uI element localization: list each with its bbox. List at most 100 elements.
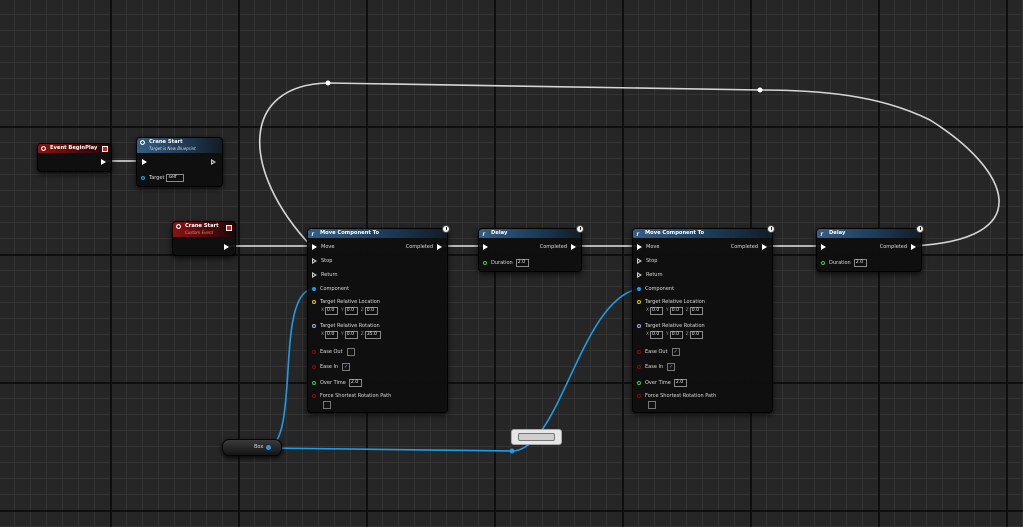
completed-label: Completed — [730, 244, 758, 250]
stop-exec-pin[interactable]: Stop — [637, 258, 657, 264]
rotator-pin-icon — [312, 324, 316, 328]
stop-exec-pin[interactable]: Stop — [312, 258, 332, 264]
object-wire-reroute-move2 — [511, 288, 639, 452]
move-label: Move — [646, 244, 660, 250]
clock-icon — [576, 225, 584, 233]
node-header[interactable]: Crane Start Custom Event — [173, 222, 235, 237]
move-exec-pin[interactable]: Move — [312, 244, 334, 250]
svg-text:f: f — [636, 232, 640, 237]
exec-in-pin[interactable] — [142, 159, 147, 165]
completed-exec-pin[interactable]: Completed — [406, 244, 442, 250]
return-label: Return — [321, 272, 338, 278]
reroute-node[interactable] — [511, 429, 562, 445]
node-header[interactable]: f Delay — [817, 229, 921, 238]
exec-in-pin[interactable] — [483, 244, 488, 250]
force-shortest-checkbox[interactable] — [323, 401, 331, 409]
return-exec-pin[interactable]: Return — [312, 272, 338, 278]
node-header[interactable]: Event BeginPlay — [38, 144, 111, 153]
force-shortest-label: Force Shortest Rotation Path — [645, 393, 717, 399]
rotation-pin[interactable]: Target Relative Rotation — [637, 323, 705, 329]
force-shortest-checkbox[interactable] — [648, 401, 656, 409]
rotation-label: Target Relative Rotation — [320, 323, 380, 329]
node-header[interactable]: f Delay — [479, 229, 581, 238]
ease-in-pin[interactable]: Ease In✓ — [312, 363, 351, 371]
ease-out-pin[interactable]: Ease Out✓ — [637, 348, 680, 356]
loc-z-field[interactable]: 0.0 — [364, 307, 378, 315]
loc-y-field[interactable]: 0.0 — [669, 307, 683, 315]
over-time-field[interactable]: 2.0 — [348, 379, 362, 387]
event-delegate-pin[interactable] — [226, 225, 232, 231]
node-header[interactable]: f Move Component To — [308, 229, 447, 238]
rot-z-field[interactable]: 0.0 — [689, 331, 703, 339]
loc-z-field[interactable]: 0.0 — [689, 307, 703, 315]
ease-in-checkbox[interactable]: ✓ — [342, 363, 351, 371]
target-field[interactable]: self — [166, 174, 185, 182]
ease-out-checkbox[interactable]: ✓ — [671, 348, 680, 356]
component-pin[interactable]: Component — [312, 286, 349, 292]
object-pin-icon — [312, 287, 316, 291]
target-pin[interactable]: Target self — [141, 174, 185, 182]
ease-out-pin[interactable]: Ease Out — [312, 348, 355, 356]
node-header[interactable]: f Move Component To — [633, 229, 772, 238]
float-pin-icon — [637, 381, 641, 385]
reroute-knot-1 — [325, 80, 331, 86]
move-component-to-node-2[interactable]: f Move Component To Move Completed Stop … — [632, 225, 775, 413]
rot-z-field[interactable]: 35.0 — [364, 331, 381, 339]
duration-field[interactable]: 2.0 — [515, 259, 529, 267]
exec-in-pin[interactable] — [821, 244, 826, 250]
loc-x-field[interactable]: 0.0 — [325, 307, 339, 315]
rot-x-field[interactable]: 0.0 — [325, 331, 339, 339]
completed-exec-pin[interactable]: Completed — [540, 244, 576, 250]
rot-y-field[interactable]: 0.0 — [669, 331, 683, 339]
duration-field[interactable]: 2.0 — [853, 259, 867, 267]
ease-in-label: Ease In — [320, 364, 339, 370]
loc-x-field[interactable]: 0.0 — [650, 307, 664, 315]
object-pin-icon[interactable] — [266, 445, 271, 450]
over-time-field[interactable]: 2.0 — [673, 379, 687, 387]
event-beginplay-node[interactable]: Event BeginPlay — [37, 143, 112, 172]
crane-start-call-node[interactable]: Crane Start Target is New Blueprint Targ… — [136, 137, 223, 187]
box-variable-node[interactable]: Box — [222, 439, 282, 456]
return-exec-pin[interactable]: Return — [637, 272, 663, 278]
location-pin[interactable]: Target Relative Location — [637, 299, 705, 305]
completed-exec-pin[interactable]: Completed — [880, 244, 916, 250]
force-shortest-pin[interactable]: Force Shortest Rotation Path — [312, 393, 391, 399]
ease-out-checkbox[interactable] — [346, 348, 355, 356]
completed-exec-pin[interactable]: Completed — [731, 244, 767, 250]
ease-in-pin[interactable]: Ease In✓ — [637, 363, 676, 371]
axis-x-label: X — [646, 332, 650, 337]
move-component-to-node-1[interactable]: f Move Component To Move Completed Stop … — [307, 225, 450, 413]
axis-z-label: Z — [360, 332, 364, 337]
rot-x-field[interactable]: 0.0 — [650, 331, 664, 339]
axis-y-label: Y — [341, 308, 344, 313]
exec-out-pin[interactable] — [101, 159, 106, 165]
location-pin[interactable]: Target Relative Location — [312, 299, 380, 305]
axis-z-label: Z — [685, 332, 689, 337]
component-pin[interactable]: Component — [637, 286, 674, 292]
crane-start-event-node[interactable]: Crane Start Custom Event — [172, 221, 236, 256]
force-shortest-pin[interactable]: Force Shortest Rotation Path — [637, 393, 716, 399]
float-pin-icon — [483, 261, 487, 265]
function-f-icon: f — [636, 232, 640, 237]
stop-label: Stop — [646, 258, 658, 264]
rot-y-field[interactable]: 0.0 — [344, 331, 358, 339]
exec-out-pin[interactable] — [211, 159, 217, 165]
rotation-pin[interactable]: Target Relative Rotation — [312, 323, 380, 329]
ease-in-checkbox[interactable]: ✓ — [667, 363, 676, 371]
loc-y-field[interactable]: 0.0 — [344, 307, 358, 315]
node-title: Crane Start — [149, 139, 183, 145]
event-diamond-icon — [176, 224, 181, 229]
float-pin-icon — [312, 381, 316, 385]
node-header[interactable]: Crane Start Target is New Blueprint — [137, 138, 222, 153]
exec-out-pin[interactable] — [224, 244, 229, 250]
move-exec-pin[interactable]: Move — [637, 244, 659, 250]
event-delegate-pin[interactable] — [102, 146, 108, 152]
